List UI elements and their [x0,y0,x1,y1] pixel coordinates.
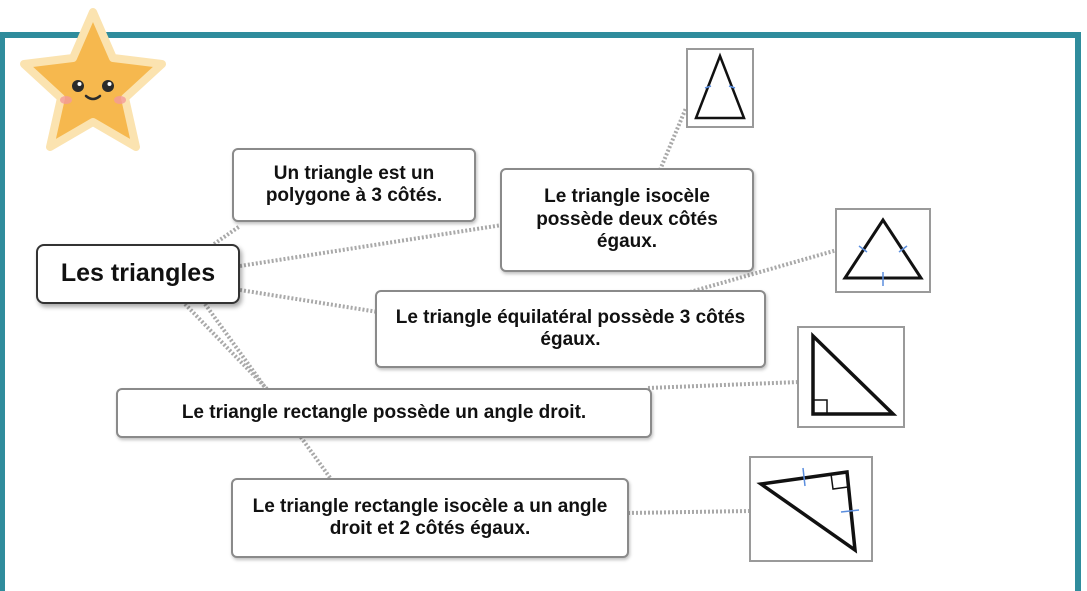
node-equilateral: Le triangle équilatéral possède 3 côtés … [375,290,766,368]
link-equilateral-image [689,248,838,294]
central-node: Les triangles [36,244,240,304]
link-right-image [647,380,800,390]
right-isosceles-triangle-icon [756,467,860,554]
node-label: Le triangle équilatéral possède 3 côtés … [395,306,746,350]
node-label: Le triangle rectangle possède un angle d… [181,401,587,423]
link-central-isosceles [239,223,503,268]
isosceles-triangle-icon [694,52,746,120]
node-right: Le triangle rectangle possède un angle d… [116,388,652,438]
image-right [797,326,905,428]
node-label: Le triangle rectangle isocèle a un angle… [252,495,608,539]
node-label: Un triangle est un polygone à 3 côtés. [265,162,443,206]
smiling-star-icon [20,8,166,151]
node-isosceles: Le triangle isocèle possède deux côtés é… [500,168,754,272]
image-isosceles [686,48,754,128]
equilateral-triangle-icon [842,217,924,286]
node-label: Le triangle isocèle possède deux côtés é… [536,186,718,253]
image-equilateral [835,208,931,293]
right-triangle-icon [811,331,898,416]
link-isosceles-image [658,107,688,171]
link-central-equilateral [239,288,379,314]
link-central-polygon [212,224,242,246]
page-frame [0,32,1081,591]
node-polygon-definition: Un triangle est un polygone à 3 côtés. [232,148,476,222]
link-right-isosceles-image [627,509,751,515]
image-right-isosceles [749,456,873,562]
central-node-label: Les triangles [60,259,216,288]
node-right-isosceles: Le triangle rectangle isocèle a un angle… [231,478,629,558]
